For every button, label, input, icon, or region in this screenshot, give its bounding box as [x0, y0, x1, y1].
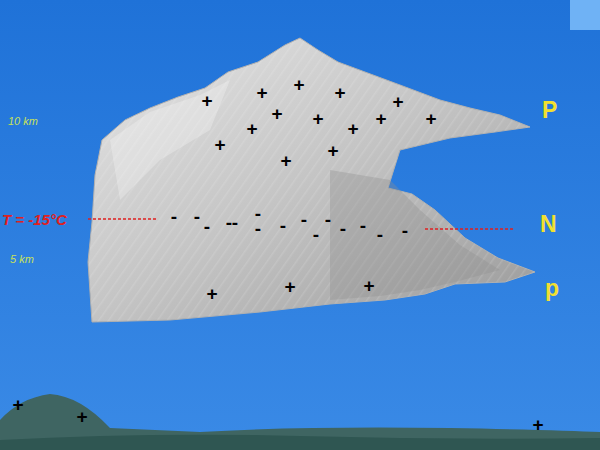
positive-charge: + — [347, 119, 358, 138]
negative-charge: - — [280, 216, 286, 235]
negative-charge: - — [377, 225, 383, 244]
negative-charge: - — [204, 217, 210, 236]
cloud-streaks — [88, 38, 535, 322]
positive-charge: + — [280, 151, 291, 170]
positive-charge: + — [201, 91, 212, 110]
ground-front — [0, 435, 600, 450]
positive-charge: + — [363, 276, 374, 295]
positive-charge: + — [256, 83, 267, 102]
temperature-label: T = -15°C — [2, 212, 67, 227]
isotherm-line — [425, 228, 515, 230]
negative-charge: - — [226, 213, 232, 232]
positive-charge: + — [246, 119, 257, 138]
positive-charge: + — [425, 109, 436, 128]
negative-charge: - — [232, 213, 238, 232]
altitude-label: 5 km — [10, 254, 34, 265]
charge-layer-name: N — [540, 213, 557, 236]
negative-charge: - — [301, 210, 307, 229]
positive-charge: + — [271, 104, 282, 123]
negative-charge: - — [360, 216, 366, 235]
corner-square — [570, 0, 600, 30]
isotherm-line — [88, 218, 158, 220]
cloud-body — [88, 38, 535, 322]
charge-layer-name: p — [545, 277, 559, 300]
positive-charge: + — [327, 141, 338, 160]
positive-charge: + — [214, 135, 225, 154]
positive-charge: + — [312, 109, 323, 128]
negative-charge: - — [402, 221, 408, 240]
cloud-shade — [330, 170, 500, 300]
positive-charge: + — [392, 92, 403, 111]
negative-charge: - — [171, 207, 177, 226]
positive-charge: + — [375, 109, 386, 128]
negative-charge: - — [255, 219, 261, 238]
ground-charge: + — [76, 407, 87, 426]
positive-charge: + — [293, 75, 304, 94]
positive-charge: + — [334, 83, 345, 102]
negative-charge: - — [340, 219, 346, 238]
positive-charge: + — [206, 284, 217, 303]
cloud-shade — [110, 80, 230, 200]
altitude-label: 10 km — [8, 116, 38, 127]
ground-hills — [0, 394, 600, 450]
positive-charge: + — [284, 277, 295, 296]
ground-charge: + — [12, 395, 23, 414]
negative-charge: - — [325, 210, 331, 229]
negative-charge: - — [194, 207, 200, 226]
ground-charge: + — [532, 415, 543, 434]
negative-charge: - — [313, 225, 319, 244]
charge-layer-name: P — [542, 99, 557, 122]
